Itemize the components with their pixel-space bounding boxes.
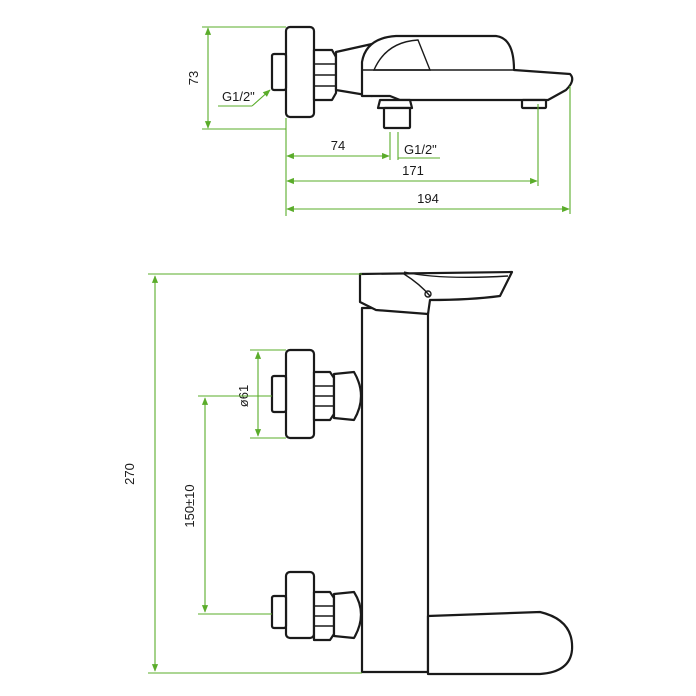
- front-lower-connector: [332, 590, 363, 640]
- top-mixer-body: [360, 34, 574, 102]
- front-lower-flange: [284, 570, 316, 640]
- front-bottom-cover: [426, 610, 574, 676]
- front-view: 270 ø61 150±10: [122, 270, 574, 676]
- front-lever: [358, 270, 514, 316]
- front-upper-flange: [284, 348, 316, 440]
- top-thread-left: G1/2": [222, 89, 255, 104]
- top-wall-flange: [284, 25, 316, 119]
- front-dim-height: 270: [122, 463, 137, 485]
- front-body: [360, 306, 430, 674]
- front-upper-connector: [332, 370, 363, 422]
- top-dim-total: 194: [417, 191, 439, 206]
- top-inlet-thread: [382, 106, 412, 130]
- top-inlet-nut: [376, 98, 414, 110]
- top-dim-spout: 171: [402, 163, 424, 178]
- front-upper-stub: [270, 374, 288, 414]
- top-flange-stub: [270, 52, 288, 92]
- front-lower-stub: [270, 594, 288, 630]
- top-lever: [372, 39, 432, 71]
- top-dim-inlet: 74: [331, 138, 345, 153]
- top-thread-bottom: G1/2": [404, 142, 437, 157]
- top-dim-height: 73: [186, 71, 201, 85]
- front-dim-spacing: 150±10: [182, 484, 197, 527]
- front-spout: [403, 273, 431, 297]
- top-view: 73 G1/2" 74 G1/2" 171 194: [186, 25, 574, 216]
- top-spout-outlet: [520, 98, 548, 110]
